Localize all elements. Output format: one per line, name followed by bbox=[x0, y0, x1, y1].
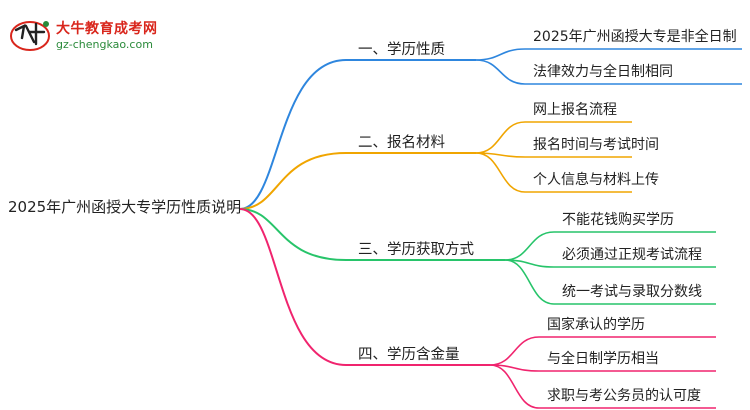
leaf-connector bbox=[504, 231, 555, 261]
leaf-node: 2025年广州函授大专是非全日制 bbox=[533, 28, 737, 45]
leaf-node: 求职与考公务员的认可度 bbox=[547, 388, 701, 404]
branch-label: 三、学历获取方式 bbox=[358, 241, 474, 258]
branch-label: 四、学历含金量 bbox=[358, 346, 460, 363]
logo-mark-icon bbox=[10, 21, 50, 51]
branch-label: 二、报名材料 bbox=[358, 134, 445, 151]
leaf-connector bbox=[489, 336, 540, 366]
leaf-connector bbox=[504, 259, 555, 305]
leaf-node: 不能花钱购买学历 bbox=[562, 212, 674, 228]
leaf-node: 统一考试与录取分数线 bbox=[562, 284, 702, 300]
branch-label: 一、学历性质 bbox=[358, 41, 445, 58]
root-topic: 2025年广州函授大专学历性质说明 bbox=[8, 198, 241, 216]
leaf-node: 与全日制学历相当 bbox=[547, 350, 659, 367]
leaf-connector bbox=[475, 59, 526, 85]
leaf-connector bbox=[475, 48, 526, 61]
leaf-node: 个人信息与材料上传 bbox=[533, 171, 659, 188]
branch-connector bbox=[239, 208, 347, 261]
site-logo[interactable]: 大牛教育成考网 gz-chengkao.com bbox=[8, 14, 168, 54]
branch-connector bbox=[239, 208, 347, 366]
leaf-node: 法律效力与全日制相同 bbox=[533, 63, 673, 80]
leaf-node: 网上报名流程 bbox=[533, 102, 617, 118]
leaf-node: 国家承认的学历 bbox=[547, 316, 645, 333]
branch-connector bbox=[239, 152, 347, 210]
branch-connector bbox=[239, 59, 347, 210]
logo-url: gz-chengkao.com bbox=[56, 38, 153, 51]
leaf-node: 必须通过正规考试流程 bbox=[562, 247, 702, 263]
leaf-connector bbox=[475, 121, 526, 154]
leaf-connector bbox=[475, 152, 526, 193]
leaf-node: 报名时间与考试时间 bbox=[533, 137, 659, 153]
logo-title: 大牛教育成考网 bbox=[56, 21, 158, 37]
leaf-connector bbox=[489, 364, 540, 409]
